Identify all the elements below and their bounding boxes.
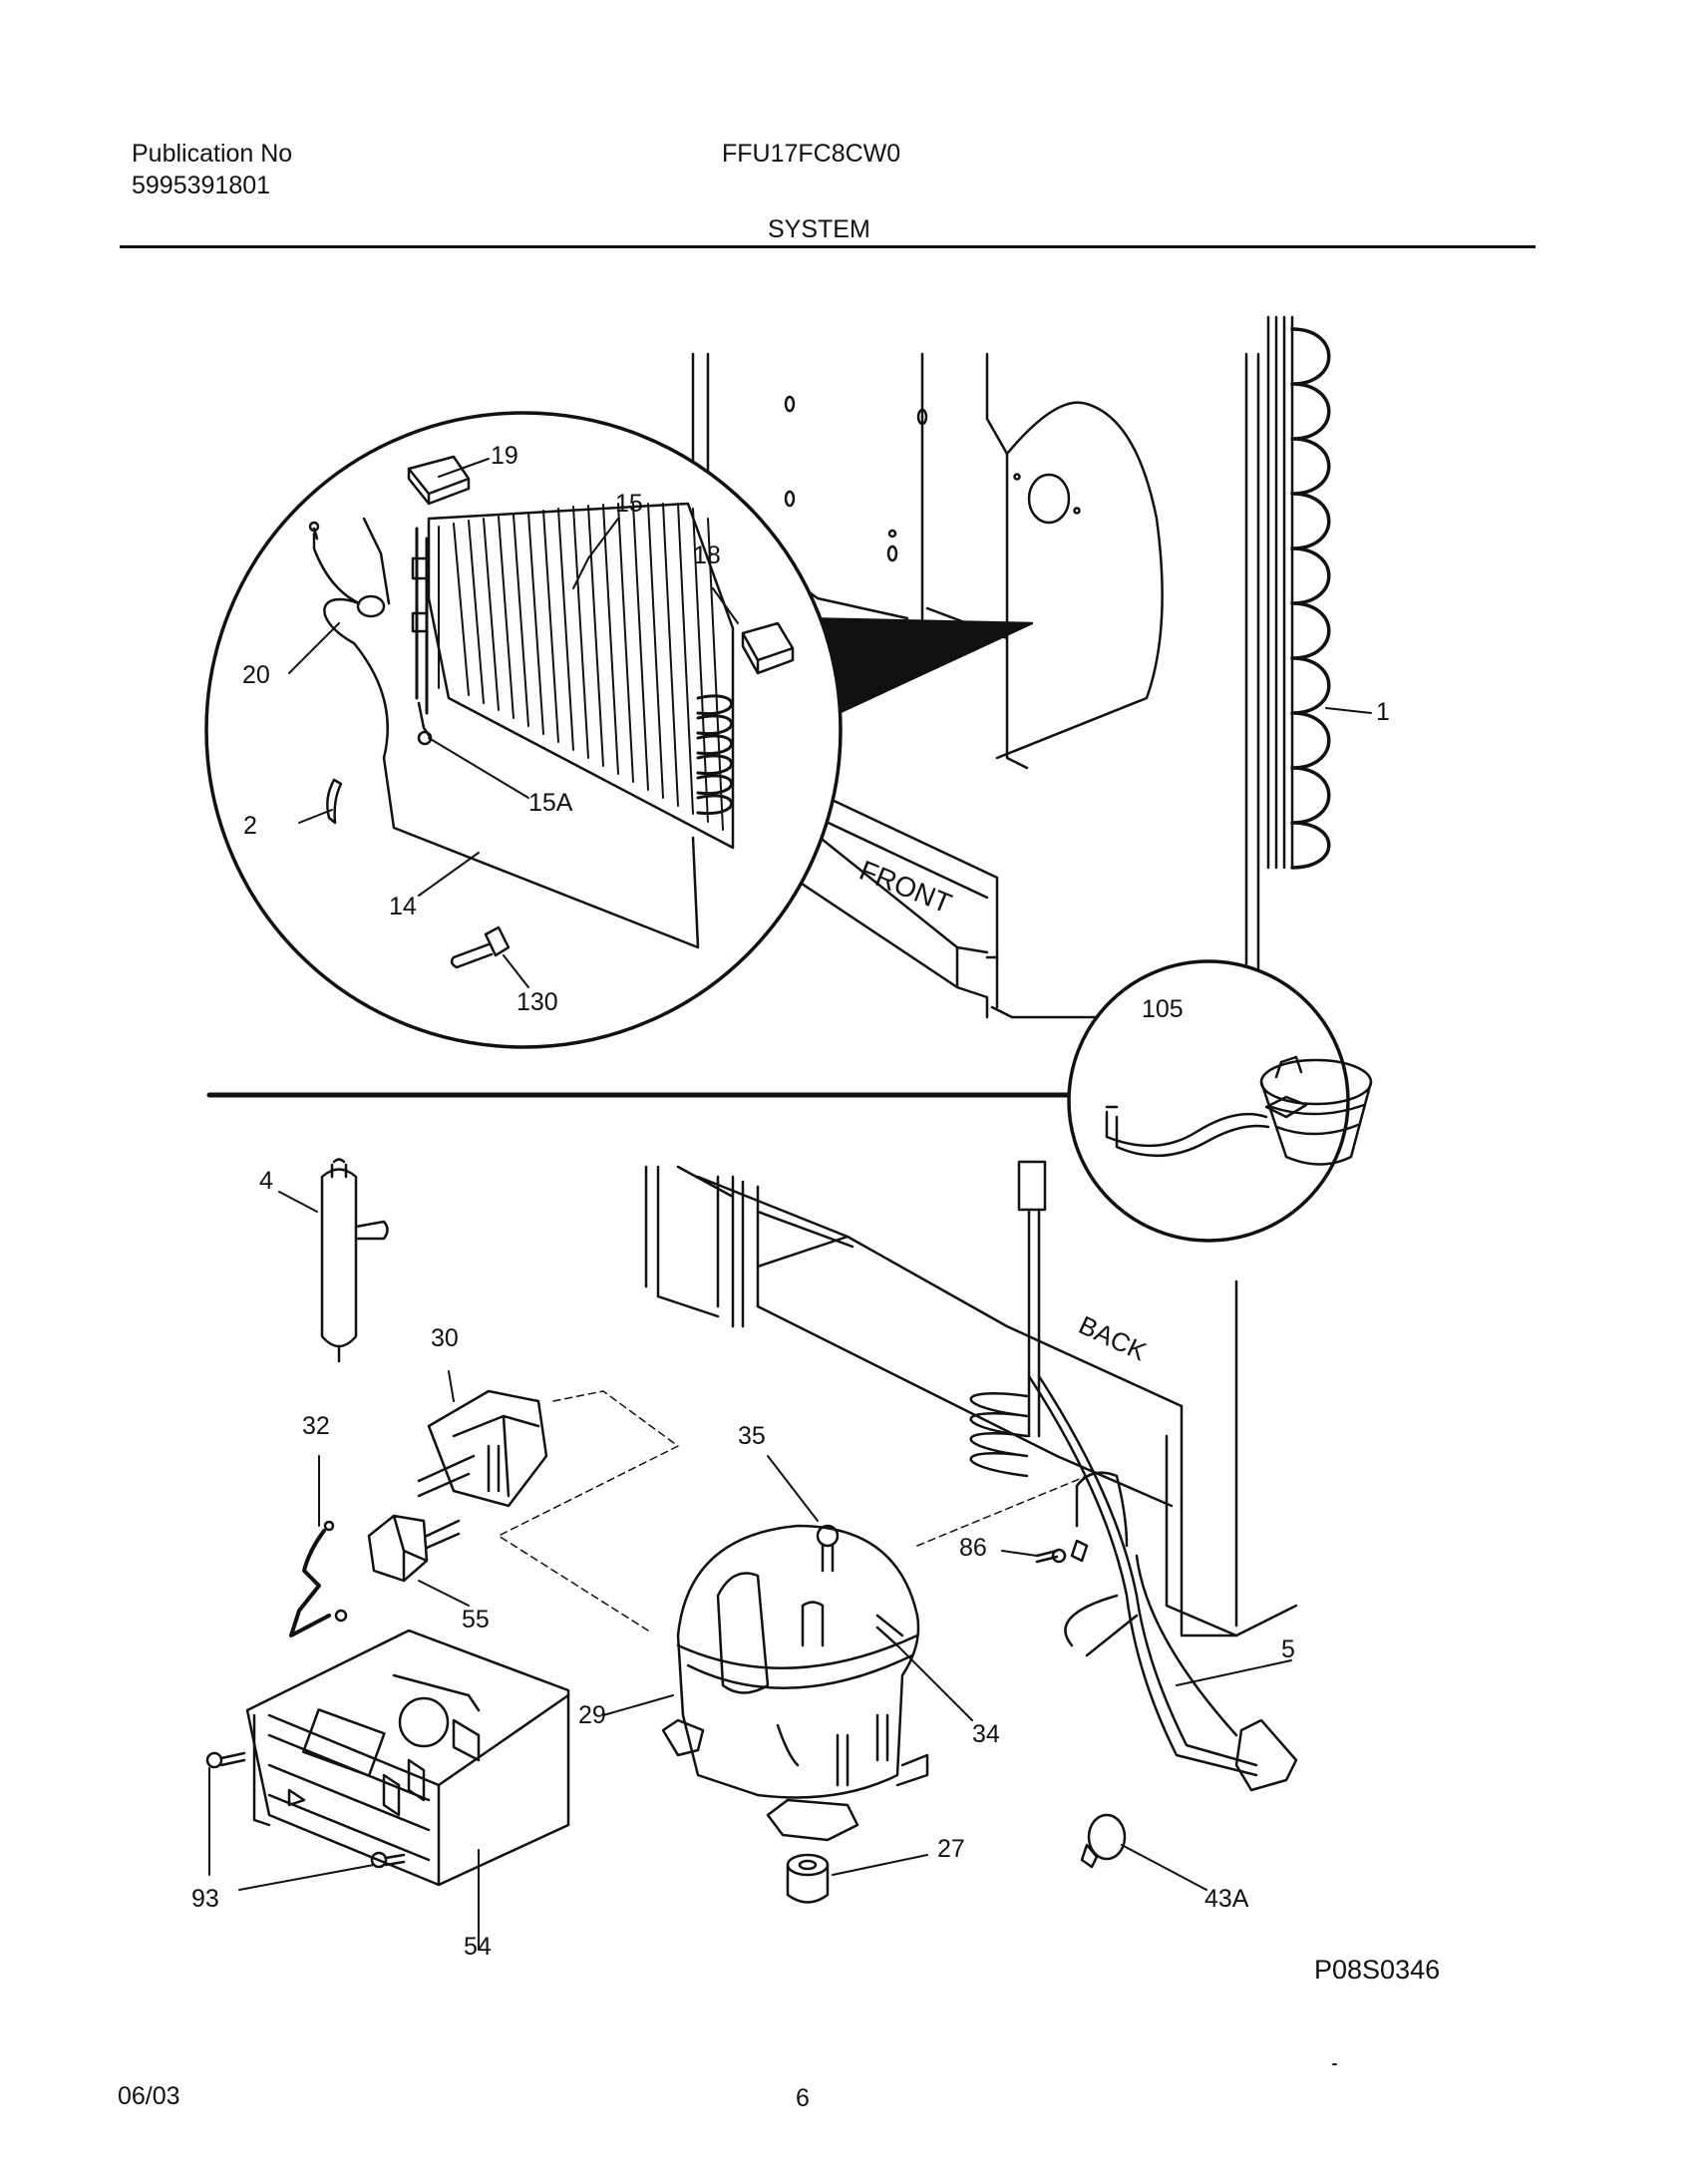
grommet-27 (786, 1853, 830, 1904)
clip-2 (326, 778, 343, 825)
clamp-43a (1080, 1813, 1127, 1869)
callout-20: 20 (242, 661, 270, 689)
screw-86 (1035, 1539, 1089, 1564)
dashed-back-lead (916, 1475, 1088, 1547)
callout-5: 5 (1281, 1636, 1295, 1663)
lower-cabinet (644, 1165, 1298, 1637)
callout-14: 14 (389, 893, 417, 920)
callout-27: 27 (937, 1835, 965, 1863)
footer-date: 06/03 (118, 2082, 180, 2110)
callout-1: 1 (1376, 698, 1390, 726)
section-title: SYSTEM (768, 215, 870, 243)
drain-heater (1105, 1055, 1373, 1166)
publication-label: Publication No (132, 140, 293, 168)
callout-15: 15 (615, 490, 643, 518)
condenser-coil (1266, 315, 1331, 870)
callout-18: 18 (693, 542, 721, 569)
callout-130: 130 (516, 988, 558, 1016)
page-number: 6 (796, 2084, 810, 2112)
overload-55 (367, 1514, 461, 1583)
compressor-29 (661, 1524, 929, 1842)
thermostat-capillary (312, 532, 700, 949)
callout-19: 19 (491, 442, 518, 470)
callout-15a: 15A (528, 789, 573, 817)
callout-30: 30 (431, 1324, 459, 1352)
callout-4: 4 (259, 1167, 273, 1195)
callout-86: 86 (959, 1534, 987, 1562)
relay-30 (417, 1389, 548, 1508)
bolt-35 (816, 1524, 840, 1573)
callout-35: 35 (738, 1422, 766, 1450)
callout-2: 2 (243, 812, 257, 840)
back-label: BACK (1074, 1309, 1151, 1366)
publication-number: 5995391801 (132, 172, 271, 199)
power-cord-harness (969, 1160, 1298, 1792)
evaporator (411, 502, 735, 850)
callout-43a: 43A (1204, 1885, 1249, 1913)
wire-32 (289, 1529, 331, 1637)
dashed-relay-lead (498, 1390, 679, 1632)
callout-34: 34 (972, 1720, 1000, 1748)
callout-105: 105 (1142, 995, 1184, 1023)
callout-29: 29 (578, 1701, 606, 1729)
front-label: FRONT (855, 855, 956, 919)
header-rule (120, 245, 1536, 248)
control-box-54 (245, 1629, 570, 1887)
drier-4 (320, 1158, 389, 1363)
callout-93: 93 (191, 1885, 219, 1913)
callout-55: 55 (462, 1606, 490, 1634)
model-number: FFU17FC8CW0 (722, 140, 901, 168)
part-130 (450, 925, 511, 969)
evaporator-detail-circle (204, 411, 843, 1049)
figure-code: P08S0346 (1314, 1955, 1441, 1985)
clip-19 (407, 455, 471, 506)
screws-93 (205, 1751, 406, 1869)
heater-detail-circle (1067, 959, 1350, 1243)
callout-54: 54 (464, 1933, 492, 1961)
callout-32: 32 (302, 1412, 330, 1440)
clip-18 (741, 621, 795, 675)
